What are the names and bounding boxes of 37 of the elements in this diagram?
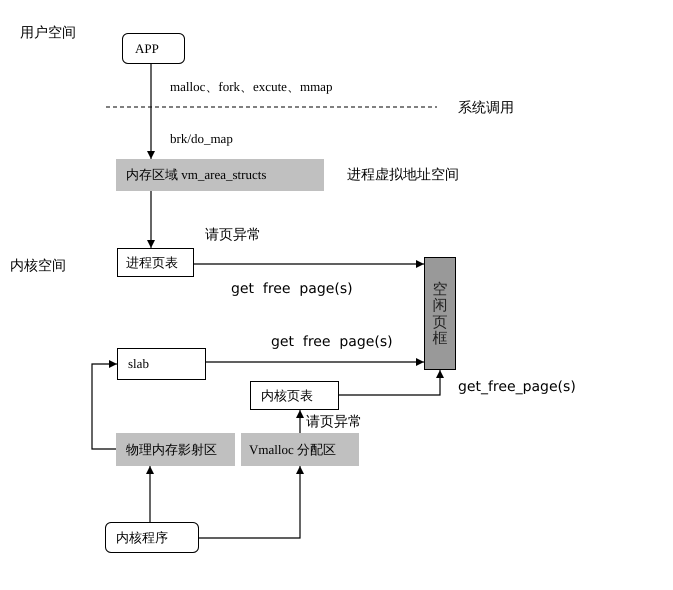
- edge-label: get free page(s): [271, 334, 393, 350]
- slab-box: [117, 348, 206, 380]
- node-label: 物理内存影射区: [126, 440, 217, 458]
- arrow: [296, 410, 304, 433]
- node-label: Vmalloc 分配区: [249, 440, 336, 458]
- edge-label: get_free_page(s): [458, 379, 576, 395]
- process-box: [122, 33, 185, 64]
- section-label: 用户空间: [20, 24, 76, 42]
- section-label: 系统调用: [458, 99, 514, 117]
- memory-area-box: [116, 433, 235, 466]
- memory-region-box: [116, 159, 324, 191]
- node-label: APP: [135, 40, 159, 56]
- page-table-box: [250, 381, 339, 410]
- node-label: 内核页表: [261, 386, 313, 404]
- edge-label: get free page(s): [231, 281, 353, 297]
- section-label: 内核空间: [10, 257, 66, 275]
- arrow: [146, 466, 154, 522]
- node-label: slab: [128, 356, 149, 372]
- node-label: 内存区域 vm_area_structs: [126, 166, 266, 184]
- edge-label: 请页异常: [205, 226, 261, 244]
- arrow: [194, 260, 424, 268]
- edge-label: 请页异常: [306, 413, 362, 431]
- arrow: [206, 358, 424, 366]
- call-label: brk/do_map: [170, 131, 233, 147]
- arrow: [339, 370, 444, 396]
- node-label: 进程页表: [126, 254, 178, 272]
- page-table-box: [117, 248, 194, 277]
- free-page-frame-box: [424, 257, 456, 370]
- arrow: [147, 191, 155, 248]
- node-label: 内核程序: [116, 528, 168, 546]
- node-label: 空闲页框: [432, 280, 448, 346]
- process-box: [105, 522, 199, 553]
- arrow: [147, 64, 155, 159]
- arrow: [199, 466, 304, 539]
- region-caption: 进程虚拟地址空间: [347, 166, 459, 184]
- memory-area-box: [241, 433, 359, 466]
- arrow: [91, 360, 117, 450]
